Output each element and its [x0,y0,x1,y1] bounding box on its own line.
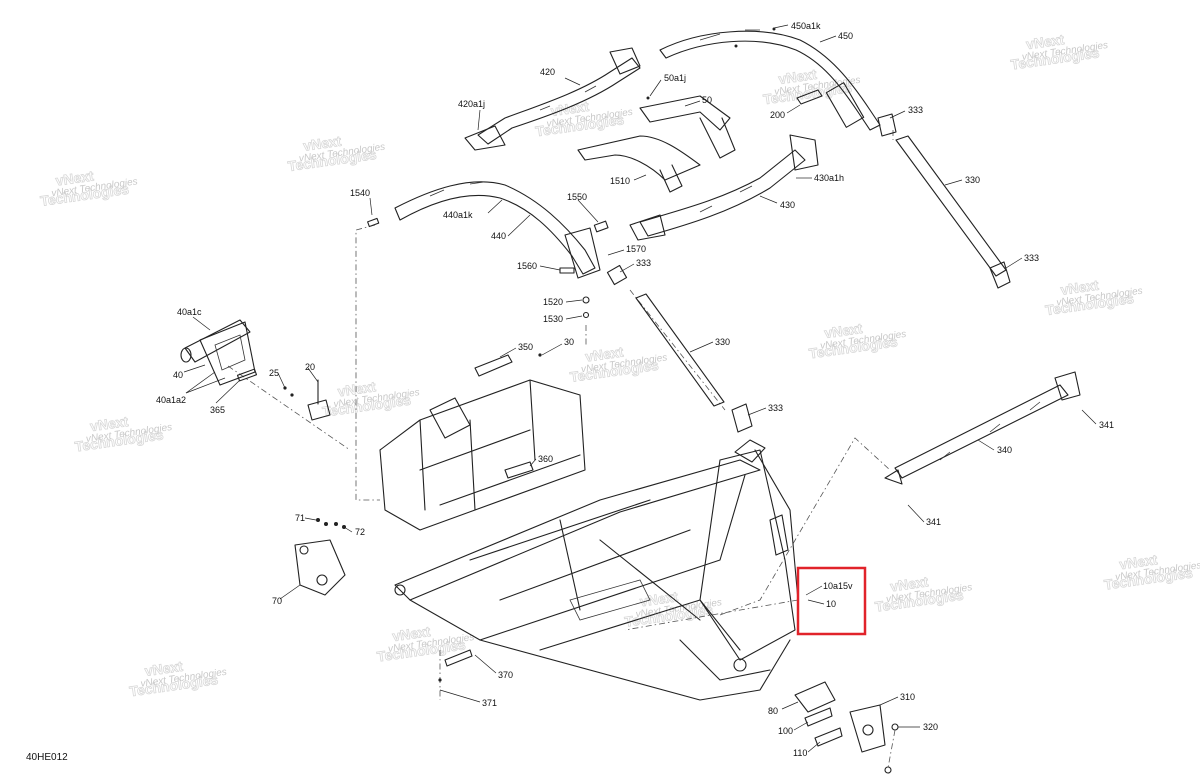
callout-1530: 1530 [543,314,563,324]
callout-370: 370 [498,670,513,680]
watermark-text: vNext [1025,31,1065,52]
watermark-text: vNext [302,133,342,154]
fastener-group [367,217,628,319]
callout-450: 450 [838,31,853,41]
callout-320: 320 [923,722,938,732]
callout-333-right: 333 [1024,253,1039,263]
callout-450a1k: 450a1k [791,21,821,31]
part-350-clip [474,353,542,377]
watermark-text: vNext [144,658,184,679]
watermark-text: vNext [55,167,95,188]
watermark: vNext Technologies vNext Technologies [1009,31,1108,73]
part-440-front-rollbar [394,181,601,279]
callout-50: 50 [702,95,712,105]
callout-30: 30 [564,337,574,347]
callout-360: 360 [538,454,553,464]
callout-1570: 1570 [626,244,646,254]
part-50-bracket [577,95,736,193]
callout-100: 100 [778,726,793,736]
part-40-front-bracket [180,319,256,386]
assembly-guide-lines [227,130,894,700]
watermark: vNext Technologies vNext Technologies [73,413,172,455]
watermark-layer: vNext Technologies vNext Technologies vN… [39,31,1200,700]
figure-code: 40HE012 [26,752,68,763]
callout-10: 10 [826,599,836,609]
highlight-box [796,566,867,636]
watermark: vNext Technologies vNext Technologies [873,573,972,615]
callout-labels: 450a1k 450 420 50a1j 50 420a1j 200 333 1… [156,21,1114,758]
callout-371: 371 [482,698,497,708]
callout-1560: 1560 [517,261,537,271]
callout-200: 200 [770,110,785,120]
callout-71: 71 [295,513,305,523]
part-330-middle-upright [635,293,753,433]
part-370-strap [438,649,473,682]
callout-310: 310 [900,692,915,702]
watermark-text: vNext [639,588,679,609]
watermark-text: vNext [777,66,817,87]
callout-40a1c: 40a1c [177,307,202,317]
callout-440: 440 [491,231,506,241]
watermark-text: vNext [391,623,431,644]
watermark-text: vNext [823,320,863,341]
callout-80: 80 [768,706,778,716]
part-430-middle-tube [629,134,819,241]
watermark-text: vNext [337,378,377,399]
part-310-rear-bracket [794,681,899,774]
part-330-right-upright [877,113,1011,289]
callout-1550: 1550 [567,192,587,202]
watermark: vNext Technologies vNext Technologies [39,167,138,209]
watermark: vNext Technologies vNext Technologies [623,588,722,630]
watermark-text: vNext [584,343,624,364]
watermark: vNext Technologies vNext Technologies [808,320,907,362]
callout-430a1h: 430a1h [814,173,844,183]
callout-350: 350 [518,342,533,352]
callout-330-top: 330 [965,175,980,185]
callout-330-mid: 330 [715,337,730,347]
watermark: vNext Technologies vNext Technologies [286,132,385,174]
callout-110: 110 [793,748,807,758]
callout-50a1j: 50a1j [664,73,686,83]
watermark: vNext Technologies vNext Technologies [376,623,475,665]
part-420-front-upper-tube [464,47,641,151]
part-10-main-frame [379,379,799,701]
watermark: vNext Technologies vNext Technologies [1103,551,1200,593]
callout-333-mid: 333 [636,258,651,268]
callout-25: 25 [269,368,279,378]
callout-440a1k: 440a1k [443,210,473,220]
watermark: vNext Technologies vNext Technologies [569,343,668,385]
watermark-text: vNext [1118,551,1158,572]
watermark: vNext Technologies vNext Technologies [128,657,227,699]
callout-1510: 1510 [610,176,630,186]
watermark: vNext Technologies vNext Technologies [321,378,420,420]
callout-1540: 1540 [350,188,370,198]
part-200-tube [796,89,823,105]
callout-40a1a2: 40a1a2 [156,395,186,405]
callout-40: 40 [173,370,183,380]
callout-430: 430 [780,200,795,210]
part-20-plate [236,368,331,421]
callout-72: 72 [355,527,365,537]
part-70-mount [294,518,346,596]
callout-341-top: 341 [1099,420,1114,430]
callout-420a1j: 420a1j [458,99,485,109]
leader-lines [183,24,1097,753]
watermark-text: vNext [1060,277,1100,298]
watermark-text: vNext [89,413,129,434]
callout-70: 70 [272,596,282,606]
callout-1520: 1520 [543,297,563,307]
callout-333-top: 333 [908,105,923,115]
watermark: vNext Technologies vNext Technologies [1044,276,1143,318]
callout-341-bot: 341 [926,517,941,527]
callout-20: 20 [305,362,315,372]
callout-420: 420 [540,67,555,77]
callout-333-low: 333 [768,403,783,413]
part-340-side-rail [884,371,1081,485]
watermark: vNext Technologies vNext Technologies [762,65,861,107]
watermark-text: vNext [889,573,929,594]
callout-340: 340 [997,445,1012,455]
callout-365: 365 [210,405,225,415]
callout-10a15v: 10a15v [823,581,853,591]
